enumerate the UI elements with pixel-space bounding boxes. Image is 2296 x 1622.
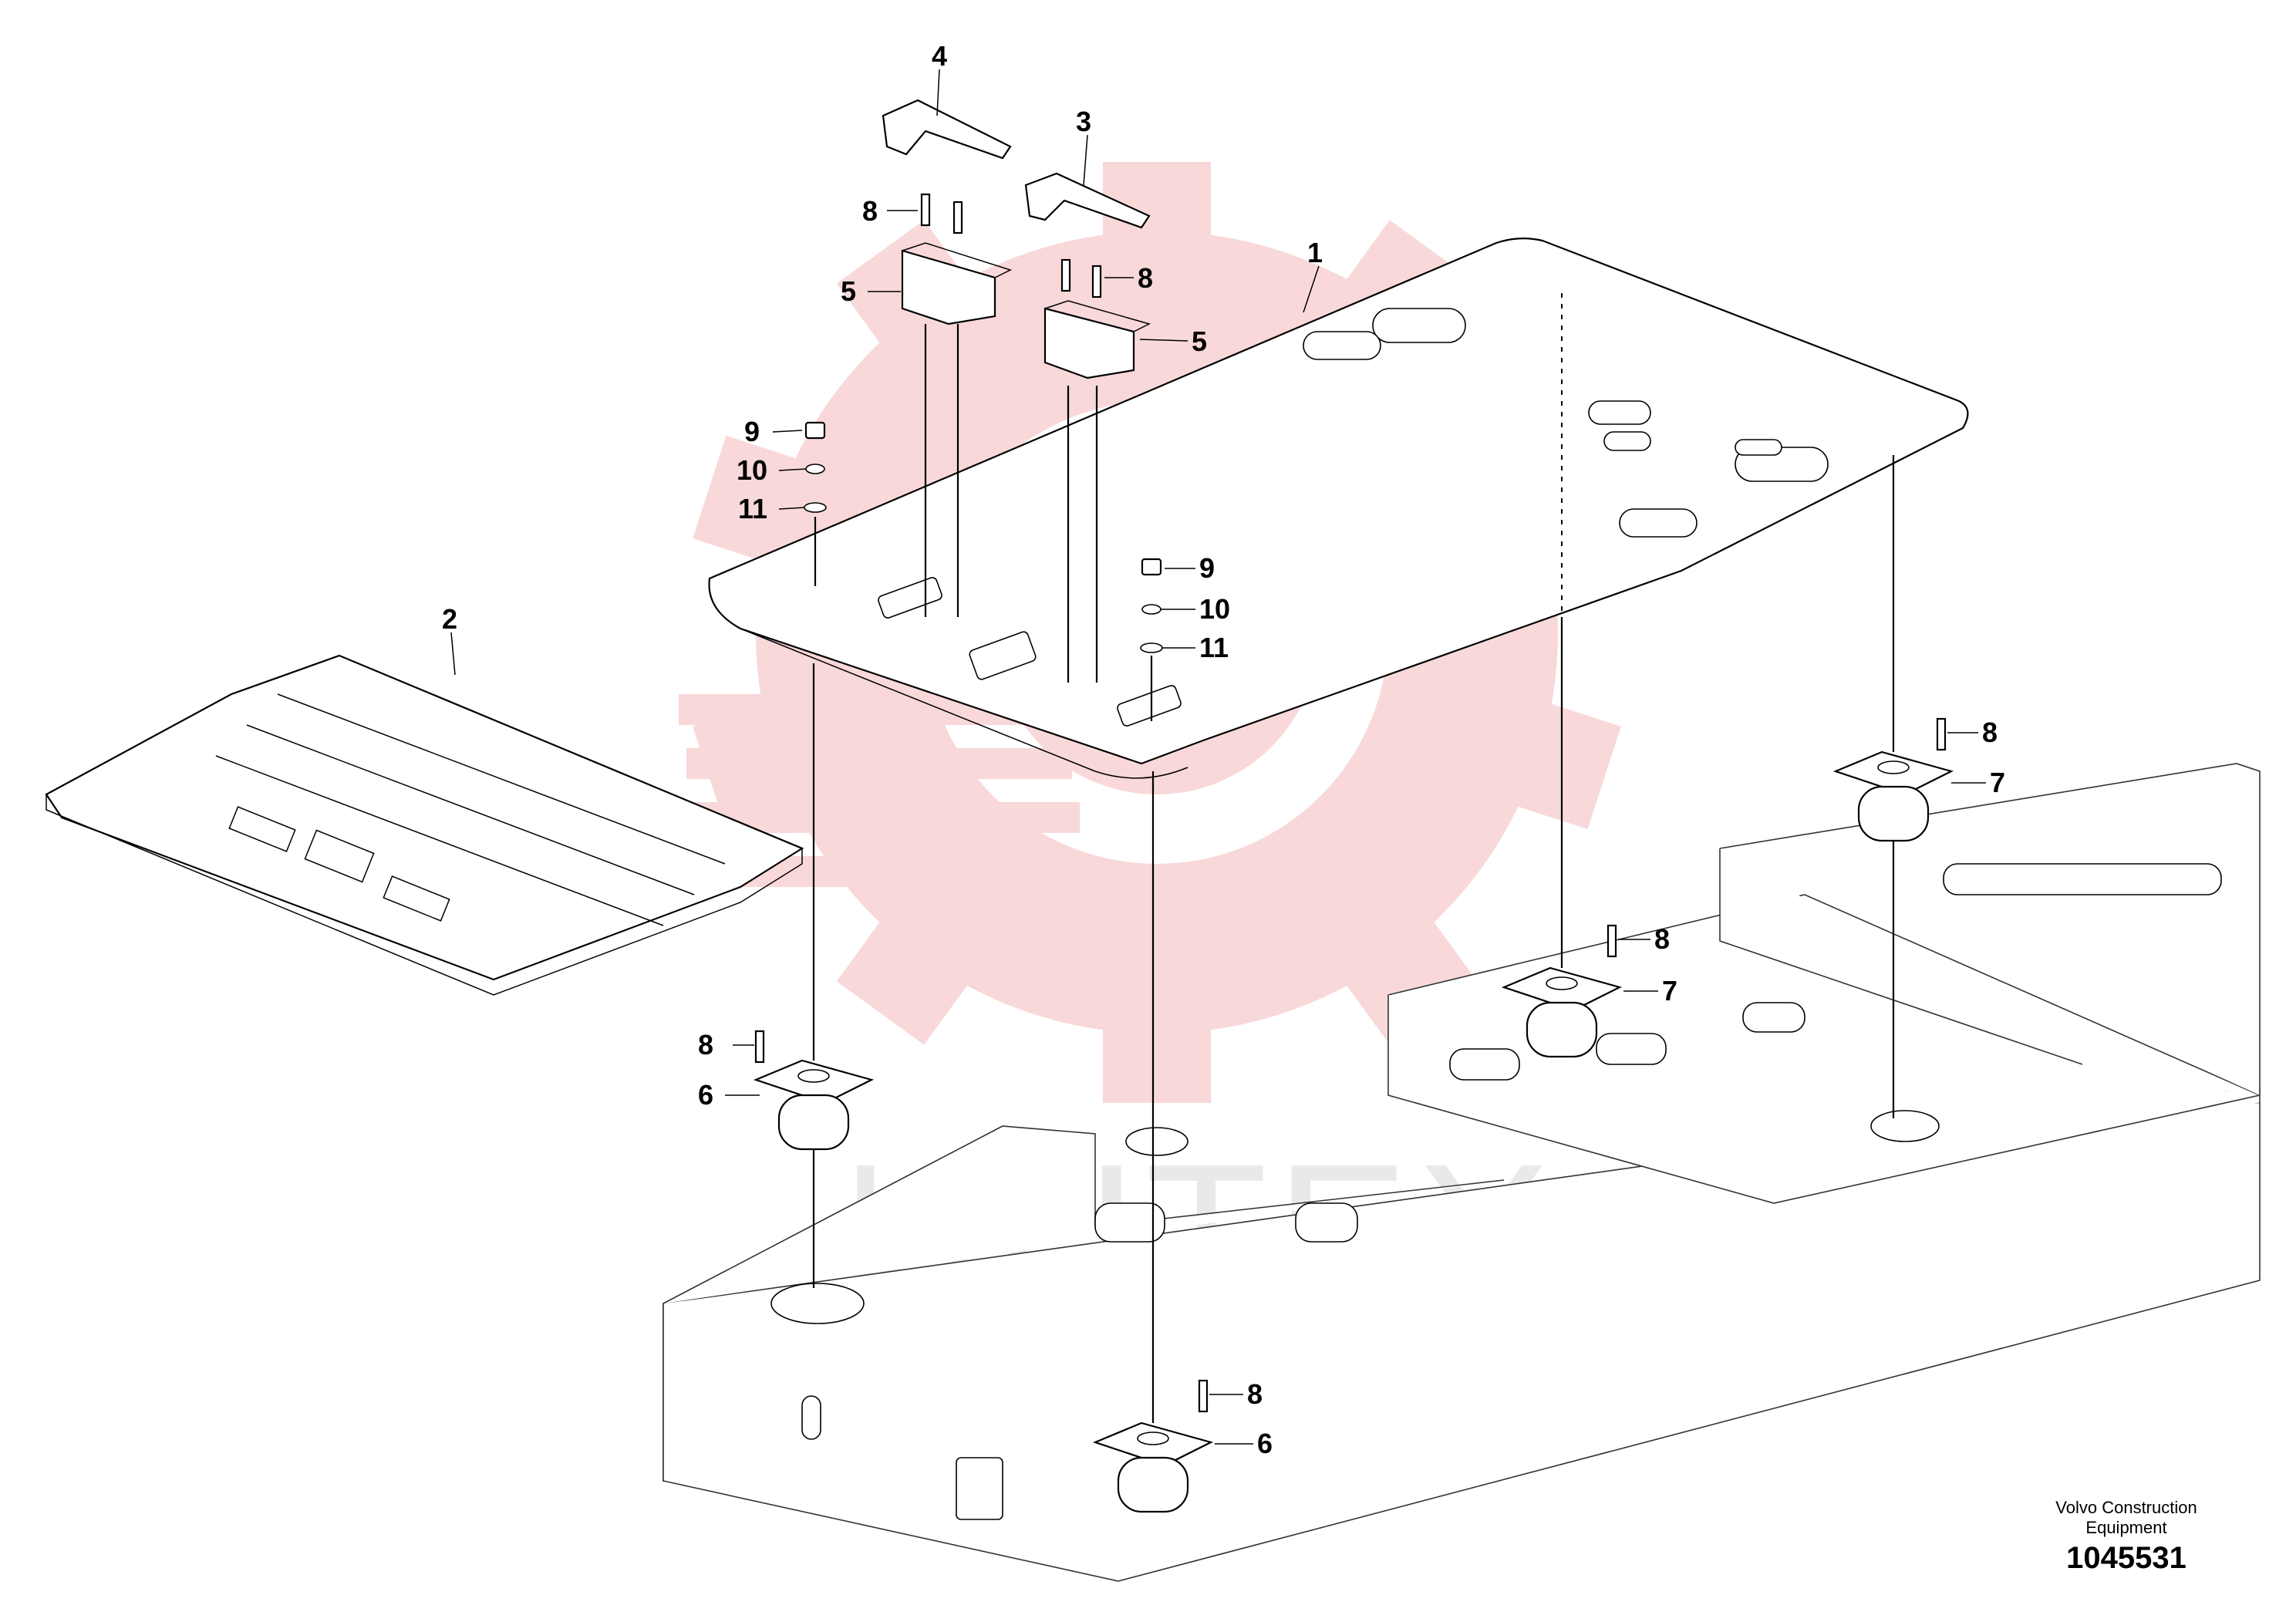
callout-11-washer: 11 — [738, 493, 767, 524]
callout-8-screw: 8 — [1247, 1378, 1263, 1410]
watermark-stripe — [694, 802, 1080, 833]
mount-front-left-part — [753, 1059, 875, 1151]
callout-5-bracket: 5 — [841, 275, 856, 307]
callout-8-screw: 8 — [1982, 717, 1998, 748]
callout-8-screw: 8 — [1654, 923, 1670, 955]
leader-lines — [450, 69, 1986, 1445]
callout-5-bracket: 5 — [1192, 325, 1207, 357]
callout-6-mount: 6 — [698, 1079, 713, 1111]
callout-1-plate: 1 — [1307, 237, 1323, 268]
callout-8-screw: 8 — [698, 1029, 713, 1061]
callout-8-screw: 8 — [1138, 262, 1153, 294]
mount-rear-mid-part — [1501, 966, 1623, 1058]
watermark-gear-tooth — [1103, 1010, 1211, 1103]
bracket-right-part — [1043, 300, 1151, 379]
callout-10-washer: 10 — [737, 454, 767, 486]
callout-labels: 1 2 3 4 5 5 6 6 7 7 8 8 8 8 8 8 9 9 10 1… — [442, 40, 2005, 1459]
watermark-gear-tooth — [1499, 697, 1621, 830]
fasteners — [754, 193, 1947, 1413]
watermark-stripe — [686, 748, 1072, 779]
watermark-gear-tooth — [693, 435, 814, 568]
callout-10-washer: 10 — [1199, 593, 1230, 625]
callout-8-screw: 8 — [862, 195, 878, 227]
cab-floor-plate — [708, 238, 1969, 779]
callout-11-washer: 11 — [1199, 632, 1229, 663]
bracket-left-part — [901, 242, 1012, 325]
watermark-gear-tooth — [836, 906, 979, 1045]
cover-left-part — [882, 99, 1012, 160]
watermark-gear-tooth — [1335, 906, 1478, 1045]
assembly-lines — [812, 293, 1895, 1423]
drawing-number: 1045531 — [2066, 1541, 2186, 1575]
callout-7-mount: 7 — [1990, 767, 2005, 798]
callout-3-cover: 3 — [1076, 106, 1091, 137]
mount-front-right-part — [1092, 1421, 1214, 1513]
floor-mat — [45, 654, 804, 996]
cover-right-part — [1024, 172, 1151, 229]
callout-7-mount: 7 — [1662, 975, 1677, 1007]
manufacturer-label: Volvo Construction Equipment — [2055, 1498, 2197, 1537]
callout-9-nut: 9 — [744, 416, 760, 447]
lower-frame — [663, 763, 2261, 1582]
callout-2-floor-mat: 2 — [442, 603, 457, 635]
callout-4-cover: 4 — [932, 40, 947, 72]
mount-rear-right-part — [1832, 750, 1954, 842]
callout-9-nut: 9 — [1199, 552, 1215, 584]
callout-6-mount: 6 — [1257, 1428, 1273, 1459]
drawing-footer: Volvo Construction Equipment 1045531 — [2011, 1498, 2242, 1576]
